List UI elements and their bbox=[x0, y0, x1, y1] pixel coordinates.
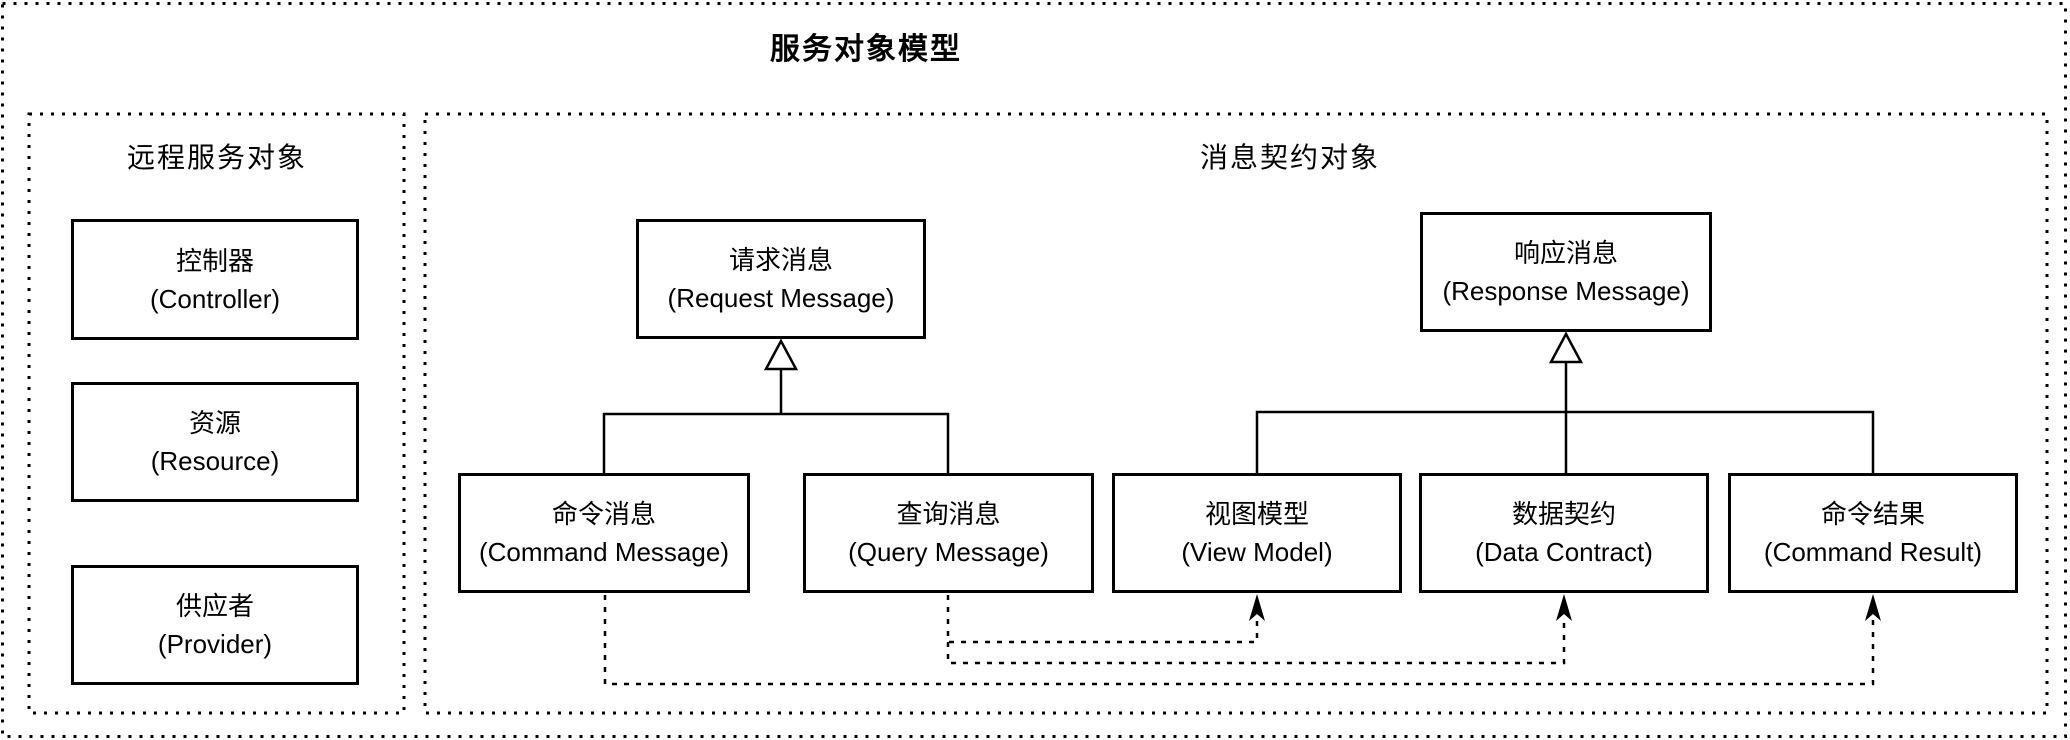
request-inheritance-connector bbox=[602, 369, 950, 473]
box-controller-label-en: (Controller) bbox=[149, 283, 281, 314]
response-inheritance-connector bbox=[1255, 362, 1875, 473]
message-panel-header: 消息契约对象 bbox=[1199, 142, 1381, 173]
query-to-viewmodel-arrowhead-icon bbox=[1249, 594, 1265, 621]
box-resource-label-zh: 资源 bbox=[188, 408, 241, 438]
box-response-message-label-zh: 响应消息 bbox=[1513, 238, 1618, 268]
box-command-message-label-zh: 命令消息 bbox=[551, 499, 656, 529]
box-response-message-label-en: (Response Message) bbox=[1442, 276, 1690, 306]
box-query-message-label-zh: 查询消息 bbox=[896, 499, 1001, 529]
box-command-result: 命令结果 (Command Result) bbox=[1728, 473, 2018, 593]
box-request-message-label-en: (Request Message) bbox=[667, 283, 895, 313]
box-controller-label-zh: 控制器 bbox=[175, 245, 254, 276]
request-inheritance-triangle-icon bbox=[763, 338, 799, 371]
command-to-commandresult-arrowhead-icon bbox=[1865, 594, 1881, 621]
box-resource-label-en: (Resource) bbox=[150, 446, 280, 476]
command-to-commandresult-dependency bbox=[603, 595, 1875, 686]
remote-panel-header: 远程服务对象 bbox=[126, 142, 308, 173]
box-query-message-label-en: (Query Message) bbox=[848, 537, 1049, 567]
query-to-datacontract-arrowhead-icon bbox=[1556, 594, 1572, 621]
box-data-contract-label-en: (Data Contract) bbox=[1475, 537, 1653, 567]
box-view-model-label-zh: 视图模型 bbox=[1204, 499, 1309, 529]
query-to-viewmodel-dependency bbox=[946, 595, 1259, 644]
query-to-datacontract-dependency bbox=[946, 618, 1566, 665]
box-query-message: 查询消息 (Query Message) bbox=[803, 473, 1094, 593]
box-provider: 供应者 (Provider) bbox=[71, 565, 359, 685]
diagram-title: 服务对象模型 bbox=[770, 33, 962, 66]
box-command-message-label-en: (Command Message) bbox=[479, 537, 729, 567]
box-controller: 控制器 (Controller) bbox=[71, 219, 359, 340]
box-request-message-label-zh: 请求消息 bbox=[728, 245, 833, 275]
box-data-contract-label-zh: 数据契约 bbox=[1511, 499, 1616, 529]
box-command-result-label-en: (Command Result) bbox=[1763, 537, 1983, 567]
box-command-message: 命令消息 (Command Message) bbox=[458, 473, 750, 593]
box-data-contract: 数据契约 (Data Contract) bbox=[1419, 473, 1709, 593]
remote-panel-border bbox=[27, 112, 406, 715]
box-view-model-label-en: (View Model) bbox=[1181, 537, 1333, 567]
box-response-message: 响应消息 (Response Message) bbox=[1420, 212, 1712, 332]
response-inheritance-triangle-icon bbox=[1548, 331, 1584, 364]
box-request-message: 请求消息 (Request Message) bbox=[636, 219, 926, 339]
box-view-model: 视图模型 (View Model) bbox=[1112, 473, 1402, 593]
box-command-result-label-zh: 命令结果 bbox=[1820, 499, 1925, 529]
box-provider-label-en: (Provider) bbox=[157, 629, 273, 659]
box-provider-label-zh: 供应者 bbox=[175, 591, 254, 621]
box-resource: 资源 (Resource) bbox=[71, 382, 359, 502]
